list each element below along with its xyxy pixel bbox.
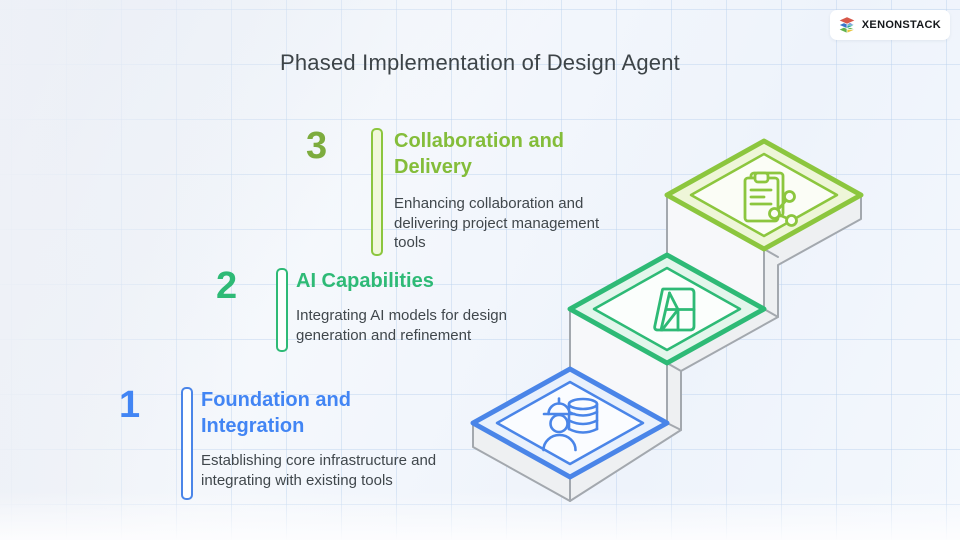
phase-1-text: Foundation and Integration Establishing …	[201, 387, 463, 490]
phase-2-bar	[276, 268, 288, 352]
step-2-platform	[567, 252, 767, 366]
phase-1-title: Foundation and Integration	[201, 389, 351, 437]
phase-1-description: Establishing core infrastructure and int…	[201, 452, 437, 489]
phase-3-description: Enhancing collaboration and delivering p…	[394, 195, 600, 251]
xenonstack-logo-icon	[837, 16, 856, 34]
phase-1-bar	[181, 387, 193, 500]
phase-2-text: AI Capabilities Integrating AI models fo…	[296, 268, 546, 345]
engineer-database-icon	[542, 397, 599, 452]
logo-text: XENONSTACK	[861, 19, 941, 31]
xenonstack-logo: XENONSTACK	[829, 10, 950, 40]
design-tool-icon	[653, 287, 696, 332]
phase-1-number: 1	[119, 384, 141, 426]
phase-3-number: 3	[306, 125, 328, 167]
phase-3-title: Collaboration and Delivery	[394, 130, 564, 178]
phase-3-bar	[371, 128, 383, 256]
phase-2-title: AI Capabilities	[296, 270, 434, 292]
clipboard-share-icon	[743, 171, 798, 227]
page-title: Phased Implementation of Design Agent	[280, 50, 680, 75]
phase-2-description: Integrating AI models for design generat…	[296, 307, 507, 344]
phase-3-text: Collaboration and Delivery Enhancing col…	[394, 128, 626, 253]
phase-2-number: 2	[216, 265, 238, 307]
step-1-platform	[470, 366, 670, 480]
step-3-platform	[664, 138, 864, 252]
